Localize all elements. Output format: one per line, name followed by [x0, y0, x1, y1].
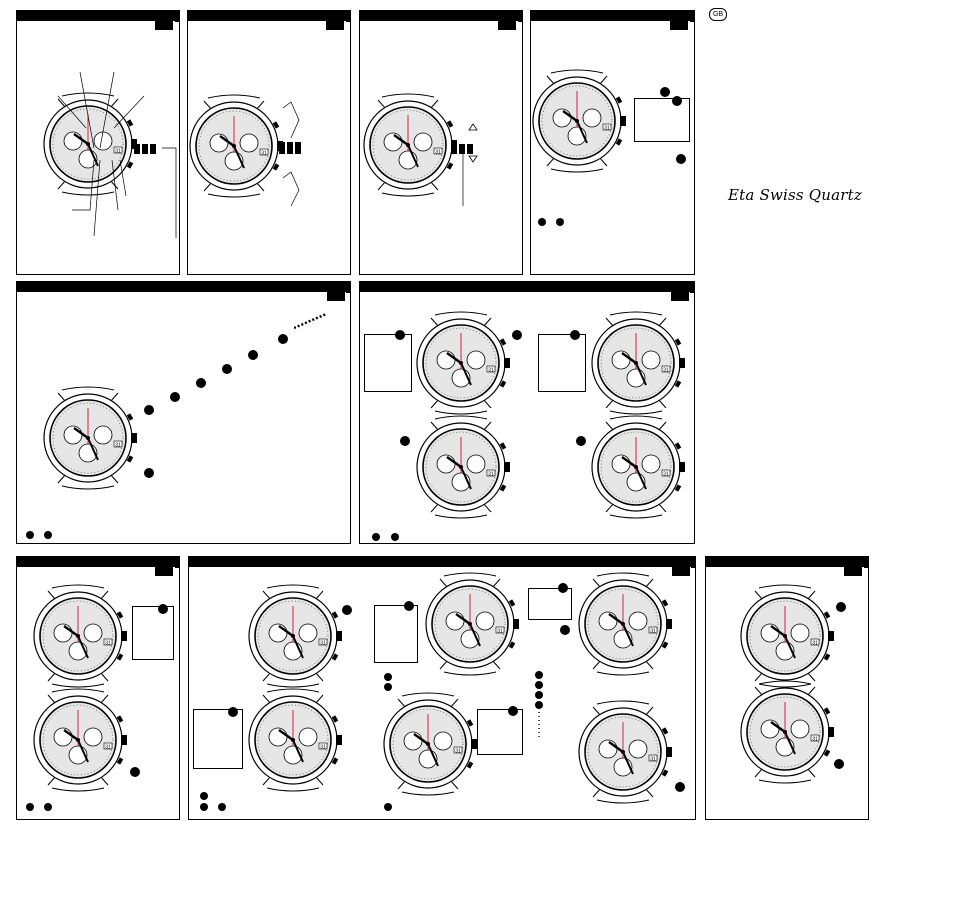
date-window-text: 31: [663, 471, 669, 477]
step-dot-icon: [508, 706, 518, 716]
step-dot-icon: [26, 531, 34, 539]
step-dot-icon: [278, 334, 288, 344]
watch-diagram: 31: [739, 679, 836, 785]
step-dot-icon: [535, 671, 543, 679]
watch-diagram: 31: [415, 414, 512, 520]
date-window-text: 31: [497, 628, 503, 634]
step-dot-icon: [144, 405, 154, 415]
step-dot-icon: [130, 767, 140, 777]
step-dot-icon: [404, 601, 414, 611]
note-box: [528, 588, 572, 620]
step-dot-icon: [44, 803, 52, 811]
date-window-text: 31: [105, 640, 111, 646]
watch-diagram: 31: [577, 571, 674, 677]
step-dot-icon: [170, 392, 180, 402]
step-dot-icon: [834, 759, 844, 769]
continuation-dots: [294, 312, 327, 330]
watch-diagram: 31: [362, 92, 459, 198]
date-window-text: 31: [812, 640, 818, 646]
watch-diagram: 31: [188, 93, 285, 199]
step-dot-icon: [576, 436, 586, 446]
step-dot-icon: [158, 604, 168, 614]
step-dot-icon: [558, 583, 568, 593]
date-window-text: 31: [812, 736, 818, 742]
date-window-text: 31: [320, 640, 326, 646]
date-window-text: 31: [435, 149, 441, 155]
watch-diagram: 31: [42, 91, 139, 197]
step-dot-icon: [836, 602, 846, 612]
callout-lines: [57, 71, 177, 238]
step-dot-icon: [384, 683, 392, 691]
watch-diagram: 31: [42, 385, 139, 491]
step-dot-icon: [535, 681, 543, 689]
step-dot-icon: [384, 803, 392, 811]
step-dot-icon: [384, 673, 392, 681]
date-window-text: 31: [105, 744, 111, 750]
date-window-text: 31: [320, 744, 326, 750]
time-set-arrows: [451, 123, 478, 206]
note-box: [634, 98, 690, 142]
step-dot-icon: [535, 701, 543, 709]
step-dot-icon: [538, 218, 546, 226]
date-window-text: 31: [488, 471, 494, 477]
date-window-text: 31: [261, 150, 267, 156]
step-dot-icon: [372, 533, 380, 541]
step-dot-icon: [556, 218, 564, 226]
step-dot-icon: [672, 96, 682, 106]
step-dot-icon: [200, 803, 208, 811]
date-window-text: 31: [455, 748, 461, 754]
arrow-up-icon: [468, 123, 478, 131]
step-dot-icon: [248, 350, 258, 360]
note-box: [132, 606, 174, 660]
step-dot-icon: [675, 782, 685, 792]
step-dot-icon: [228, 707, 238, 717]
watch-diagram: 31: [32, 687, 129, 793]
date-window-text: 31: [604, 125, 610, 131]
note-box: [193, 709, 243, 769]
step-dot-icon: [222, 364, 232, 374]
note-box: [364, 334, 412, 392]
watch-diagram: 31: [590, 414, 687, 520]
step-dot-icon: [395, 330, 405, 340]
watch-diagram: 31: [415, 310, 512, 416]
watch-diagram: 31: [739, 583, 836, 689]
watch-diagram: 31: [247, 583, 344, 689]
continuation-dots: [538, 712, 540, 738]
date-window-text: 31: [650, 628, 656, 634]
language-badge: GB: [709, 8, 727, 21]
watch-diagram: 31: [247, 687, 344, 793]
step-dot-icon: [342, 605, 352, 615]
note-box: [477, 709, 523, 755]
step-dot-icon: [512, 330, 522, 340]
step-dot-icon: [570, 330, 580, 340]
date-window-text: 31: [115, 442, 121, 448]
step-dot-icon: [200, 792, 208, 800]
date-window-text: 31: [650, 756, 656, 762]
step-dot-icon: [660, 87, 670, 97]
step-dot-icon: [44, 531, 52, 539]
brand-logo: Eta Swiss Quartz: [728, 186, 862, 204]
step-dot-icon: [560, 625, 570, 635]
watch-diagram: 31: [577, 699, 674, 805]
date-window-text: 31: [115, 148, 121, 154]
step-dot-icon: [400, 436, 410, 446]
watch-diagram: 31: [32, 583, 129, 689]
watch-diagram: 31: [531, 68, 628, 174]
arrow-down-icon: [468, 155, 478, 163]
step-dot-icon: [218, 803, 226, 811]
note-box: [538, 334, 586, 392]
watch-diagram: 31: [382, 691, 479, 797]
date-window-text: 31: [488, 367, 494, 373]
watch-diagram: 31: [424, 571, 521, 677]
step-dot-icon: [676, 154, 686, 164]
step-dot-icon: [391, 533, 399, 541]
note-box: [374, 605, 418, 663]
step-dot-icon: [196, 378, 206, 388]
step-dot-icon: [26, 803, 34, 811]
step-dot-icon: [144, 468, 154, 478]
date-window-text: 31: [663, 367, 669, 373]
step-dot-icon: [535, 691, 543, 699]
watch-diagram: 31: [590, 310, 687, 416]
crown-position-diagram: [279, 101, 301, 207]
